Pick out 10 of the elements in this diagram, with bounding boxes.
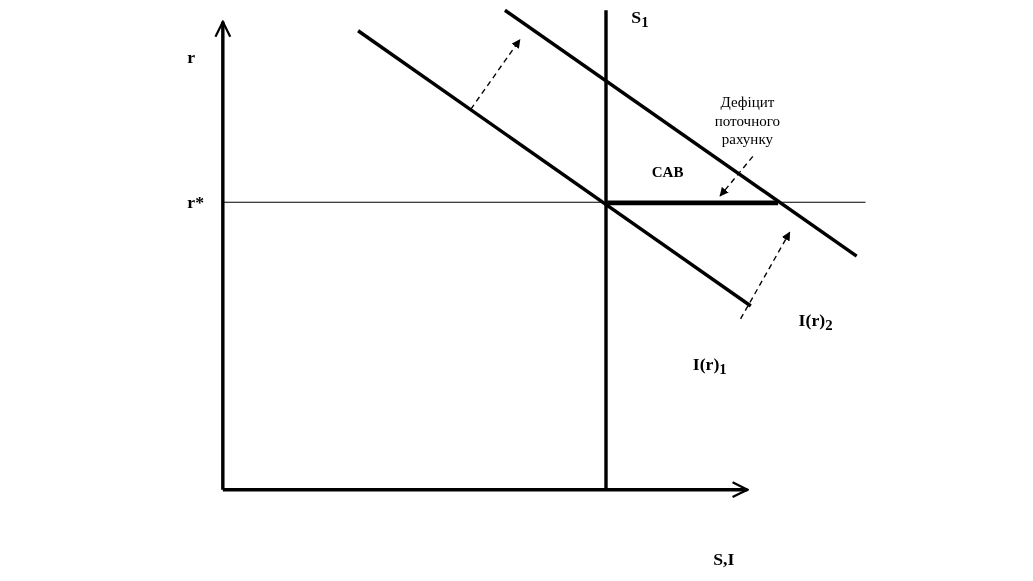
thick-segment <box>606 200 779 206</box>
axis-label: r <box>187 47 196 68</box>
axis-label: S,I <box>713 549 735 570</box>
curve-label: S$_{1}$ <box>631 8 649 32</box>
axis-label: r* <box>187 193 205 213</box>
curve-label: I(r)$_{2}$ <box>798 310 833 334</box>
annotation-text: Дефіцит поточного рахунку <box>696 92 799 149</box>
leader-arrow <box>719 155 754 197</box>
curve-label: I(r)$_{1}$ <box>692 355 727 379</box>
segment-label: CAB <box>651 163 684 181</box>
